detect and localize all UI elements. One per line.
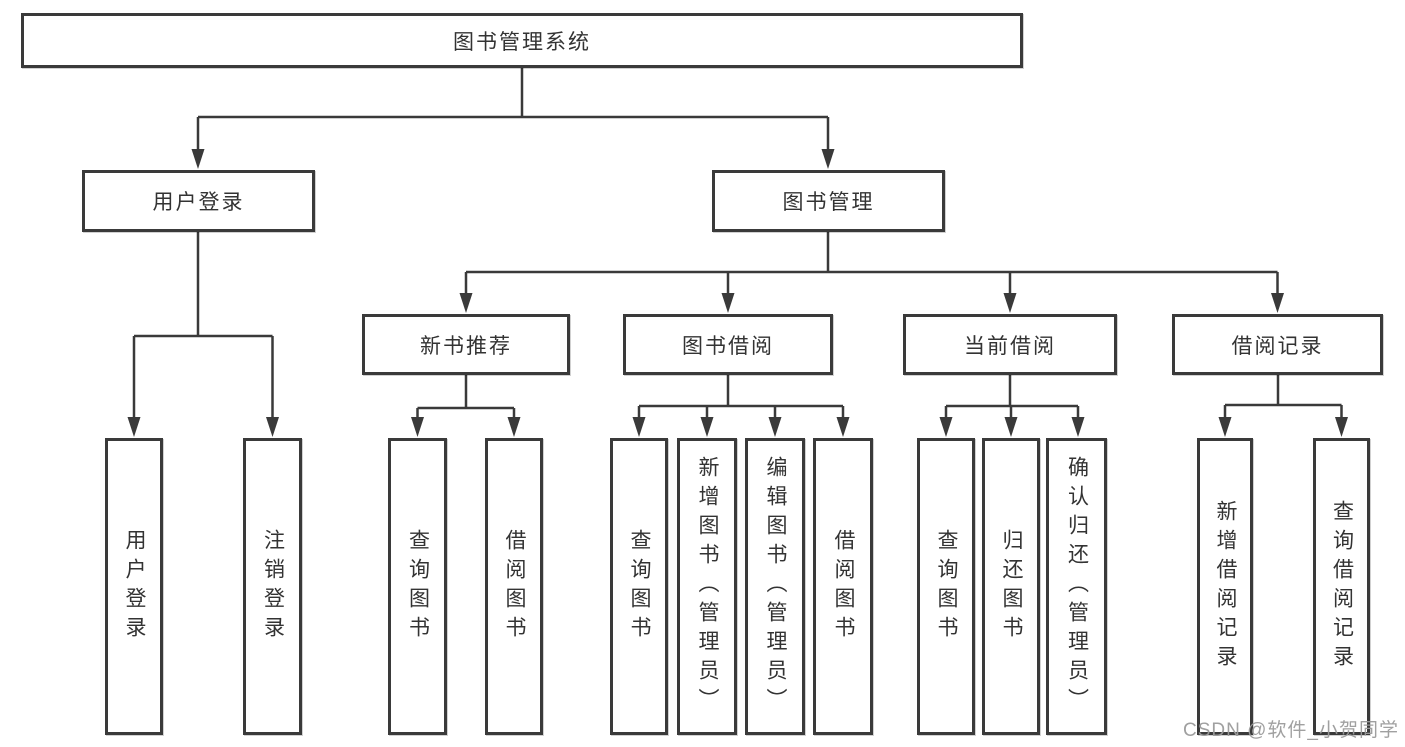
- leaf-logout: 注销登录: [243, 438, 302, 735]
- node-new-book-recommend: 新书推荐: [362, 314, 570, 375]
- node-current-borrow: 当前借阅: [903, 314, 1117, 375]
- node-user-login: 用户登录: [82, 170, 315, 232]
- leaf-add-books-admin: 新增图书（管理员）: [677, 438, 737, 735]
- leaf-borrow-books: 借阅图书: [813, 438, 873, 735]
- leaf-query-books-borrow: 查询图书: [610, 438, 668, 735]
- csdn-watermark: CSDN @软件_小贺同学: [1183, 720, 1399, 741]
- leaf-confirm-return-admin: 确认归还（管理员）: [1046, 438, 1107, 735]
- leaf-borrow-books-recommend: 借阅图书: [485, 438, 543, 735]
- leaf-query-borrow-record: 查询借阅记录: [1313, 438, 1370, 735]
- leaf-query-books-current: 查询图书: [917, 438, 975, 735]
- node-book-borrow: 图书借阅: [623, 314, 833, 375]
- leaf-return-books: 归还图书: [982, 438, 1040, 735]
- node-root-library-system: 图书管理系统: [21, 13, 1023, 68]
- leaf-query-books-recommend: 查询图书: [388, 438, 447, 735]
- node-book-management: 图书管理: [712, 170, 945, 232]
- leaf-edit-books-admin: 编辑图书（管理员）: [745, 438, 805, 735]
- leaf-add-borrow-record: 新增借阅记录: [1197, 438, 1253, 735]
- leaf-user-login: 用户登录: [105, 438, 163, 735]
- node-borrow-records: 借阅记录: [1172, 314, 1383, 375]
